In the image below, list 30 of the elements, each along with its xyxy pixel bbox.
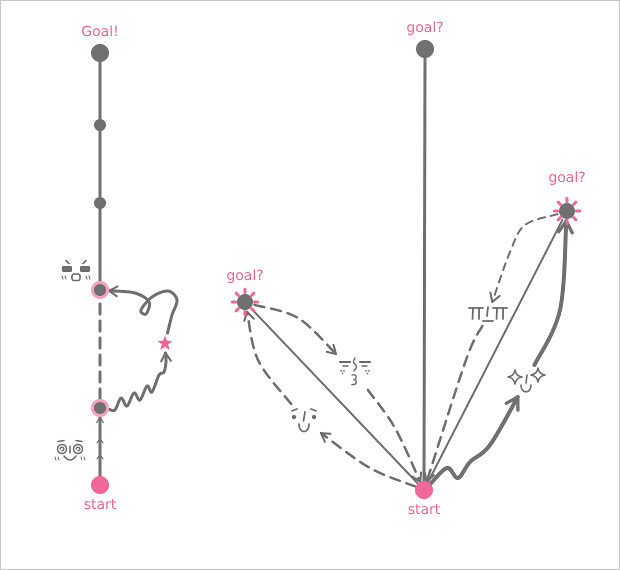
connector-line [98, 130, 102, 198]
dashed-arrow [253, 304, 338, 356]
pouting-face-icon [337, 356, 373, 388]
dashed-arrow [242, 310, 292, 406]
dashed-arrow [489, 213, 558, 304]
waypoint-dot [94, 197, 106, 209]
ringed-dot [91, 281, 109, 299]
dashed-arrow [320, 432, 417, 488]
goal-label: goal? [226, 268, 264, 285]
goal-label: Goal! [81, 24, 119, 41]
arrow [96, 416, 104, 478]
start-label: start [84, 497, 116, 514]
dashed-arrow [424, 324, 484, 483]
ringed-dot [91, 399, 109, 417]
goal-label: goal? [548, 170, 586, 187]
starry-eyed-face-icon [507, 367, 547, 395]
curved-arrow [532, 219, 574, 367]
start-label: start [408, 502, 440, 519]
connector-line [98, 60, 102, 120]
goal-label: goal? [406, 20, 444, 37]
star-icon [157, 335, 173, 351]
waypoint-dot [94, 119, 106, 131]
crying-face-icon [468, 304, 508, 324]
connector-line [427, 218, 564, 483]
connector-line [98, 208, 102, 282]
connector-line [422, 56, 426, 482]
loop-arrow [108, 285, 179, 334]
dashed-arrow [366, 388, 422, 484]
curly-arrow [107, 352, 172, 412]
zigzag-arrow [428, 395, 520, 486]
